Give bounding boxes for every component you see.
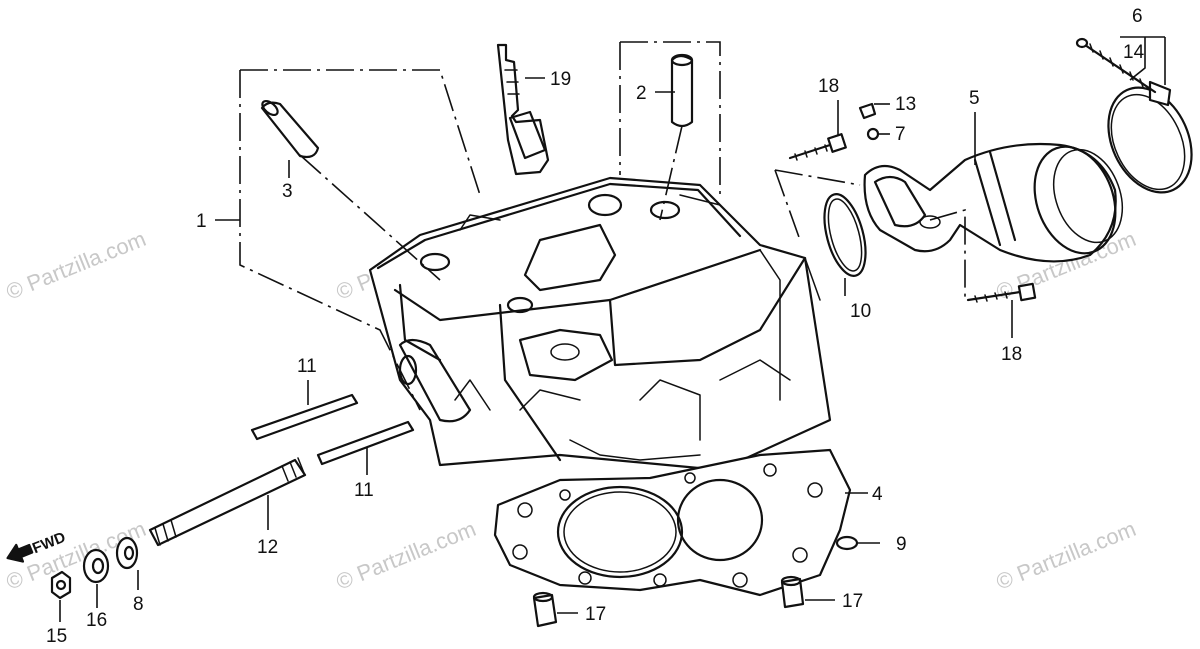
callout-7: 7 (895, 124, 906, 145)
spark-plug (496, 43, 550, 176)
callout-18-top: 18 (818, 76, 839, 97)
callout-2: 2 (636, 83, 647, 104)
intake-manifold (774, 142, 1124, 300)
callout-16: 16 (86, 610, 107, 631)
callout-17-left: 17 (585, 604, 606, 625)
leader-lines (59, 36, 1166, 622)
dowel-pins (260, 53, 694, 281)
o-ring (835, 535, 859, 551)
callout-6: 6 (1132, 6, 1143, 27)
pins (250, 393, 415, 466)
callouts: 1 2 3 4 5 6 7 8 9 10 11 11 12 13 14 15 1… (46, 6, 1145, 647)
callout-14: 14 (1123, 42, 1145, 63)
watermark: © Partzilla.com (993, 516, 1140, 595)
callout-17-right: 17 (842, 591, 863, 612)
callout-11-bottom: 11 (354, 480, 374, 501)
callout-10: 10 (850, 301, 871, 322)
callout-1: 1 (196, 211, 207, 232)
callout-4: 4 (872, 484, 883, 505)
callout-18-bottom: 18 (1001, 344, 1022, 365)
callout-12: 12 (257, 537, 278, 558)
head-gasket (493, 448, 852, 597)
callout-3: 3 (282, 181, 293, 202)
watermark: © Partzilla.com (3, 226, 150, 305)
hose-clamp (1075, 37, 1193, 194)
callout-8: 8 (133, 594, 144, 615)
collars (532, 575, 805, 628)
stud-bolt (148, 457, 307, 547)
washers-nut (50, 536, 139, 600)
callout-9: 9 (896, 534, 907, 555)
watermark: © Partzilla.com (333, 516, 480, 595)
callout-15: 15 (46, 626, 67, 647)
part-1-bracket (215, 41, 721, 411)
cylinder-head (368, 176, 832, 472)
callout-11-top: 11 (297, 356, 317, 377)
bolts-and-nuts (788, 102, 1037, 303)
callout-19: 19 (550, 69, 571, 90)
callout-13: 13 (895, 94, 916, 115)
callout-5: 5 (969, 88, 980, 109)
